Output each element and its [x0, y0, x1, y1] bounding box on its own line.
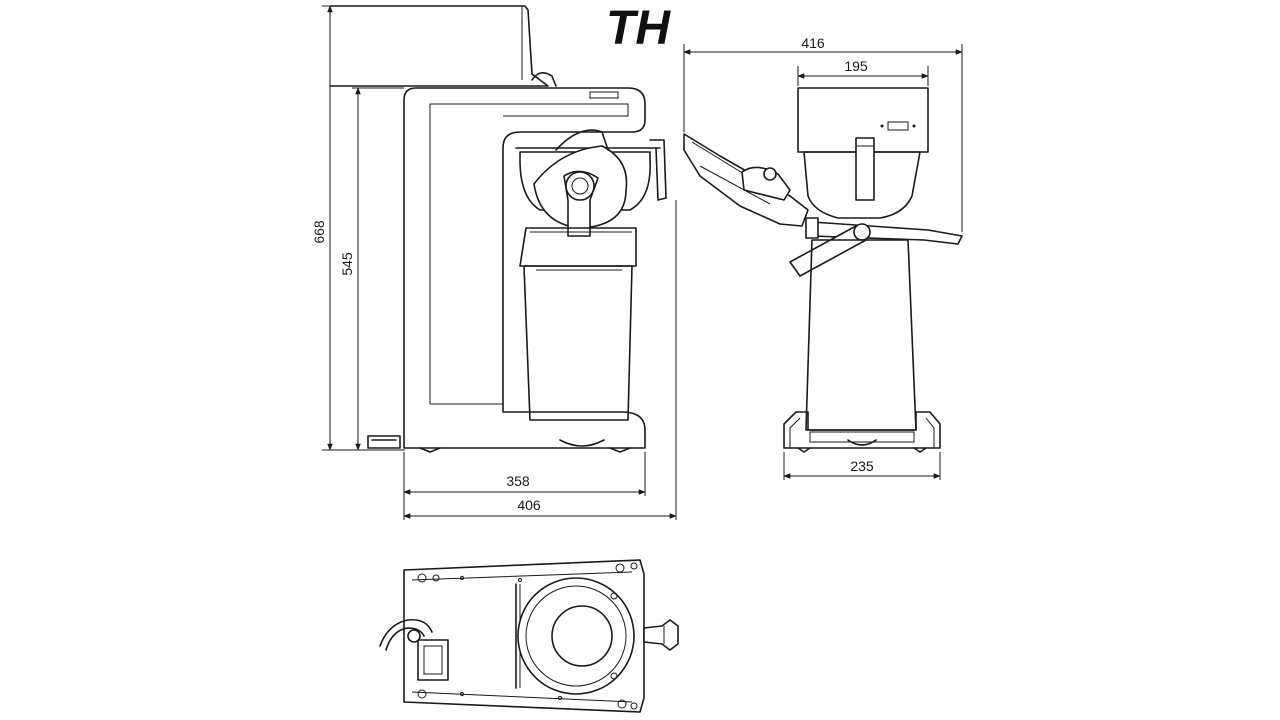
dim-label-406: 406	[517, 497, 541, 513]
funnel	[519, 151, 651, 211]
top-funnel-inner	[551, 605, 613, 667]
dim-label-195: 195	[844, 58, 868, 74]
dim-label-416: 416	[801, 35, 825, 51]
front-jug	[805, 239, 917, 431]
front-view	[683, 87, 963, 453]
dim-label-668: 668	[311, 220, 327, 244]
front-base	[783, 411, 941, 449]
dim-label-235: 235	[850, 458, 874, 474]
side-dimensions: 668 545 358 406	[311, 5, 677, 520]
top-view	[379, 559, 679, 713]
funnel-handle	[649, 139, 667, 201]
top-outline	[403, 559, 645, 713]
dim-label-545: 545	[339, 252, 355, 276]
dim-label-358: 358	[506, 473, 530, 489]
front-dimensions: 416 195 235	[683, 35, 963, 480]
top-valve-housing	[417, 639, 449, 681]
side-view	[329, 5, 667, 453]
jug-collar	[519, 227, 637, 267]
top-handle-knob	[643, 619, 679, 651]
jug-body	[523, 265, 633, 421]
front-top-housing	[797, 87, 929, 153]
model-title: TH	[606, 2, 671, 55]
front-funnel	[803, 151, 921, 219]
lid-open-outline	[329, 5, 549, 87]
